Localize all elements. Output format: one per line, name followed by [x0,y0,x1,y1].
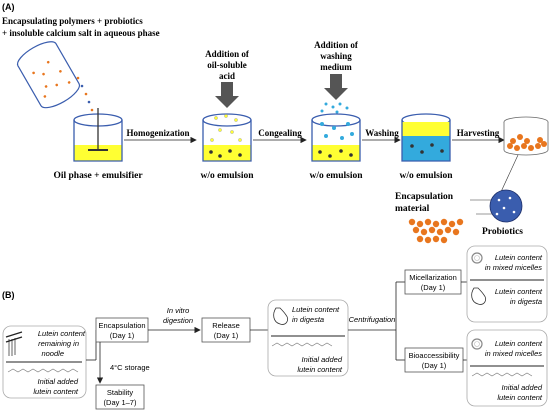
digesta-text-4: lutein content [297,365,343,374]
micellarization-box [404,269,462,295]
microcapsule-icon [489,189,523,223]
down-arrow-icon [215,82,239,108]
micelle-top-box [466,245,548,323]
header-line-2: + insoluble calcium salt in aqueous phas… [2,28,160,38]
encapsulation-box [95,317,149,343]
micelle-top-text-2: in mixed micelles [485,263,542,272]
stability-text-2: (Day 1–7) [104,398,137,407]
chopsticks-noodle-icon [5,331,23,356]
release-text-2: (Day 1) [214,331,239,340]
stability-box [95,384,145,410]
wo-emulsion-label-3: w/o emulsion [399,171,453,181]
noodle-text-5: lutein content [33,387,79,396]
encapsulation-material-1: Encapsulation [395,192,454,202]
addition-acid-2: oil-soluble [207,60,247,70]
washed-beaker-icon [401,113,451,162]
lutein-molecule-icon [471,372,533,377]
addition-acid-1: Addition of [205,49,250,59]
bioaccessibility-text-1: Bioaccessibility [409,351,460,360]
wo-emulsion-label-1: w/o emulsion [200,171,254,181]
wo-emulsion-label-2: w/o emulsion [309,171,363,181]
micelle-icon [471,338,483,350]
digesta-text-2: in digesta [292,315,324,324]
noodle-text-2: remaining in [38,339,79,348]
washing-label: Washing [365,128,399,138]
micelle-top-text-4: in digesta [510,297,542,306]
oil-phase-label: Oil phase + emulsifier [53,171,143,181]
centrifugation-text: Centrifugation [349,315,396,324]
in-vitro-text-2: digestion [163,316,193,325]
congealing-label: Congealing [258,128,302,138]
release-text-1: Release [212,321,240,330]
micelle-icon [471,252,483,264]
lutein-molecule-icon [7,368,79,373]
lutein-molecule-icon [271,342,333,347]
micelle-top-text-1: Lutein content [495,253,543,262]
down-arrow-icon [324,74,348,100]
encapsulation-text-2: (Day 1) [110,331,135,340]
digesta-text-1: Lutein content [292,305,340,314]
header-line-1: Encapsulating polymers + probiotics [2,16,143,26]
zoom-line [499,154,519,195]
addition-wash-3: medium [320,62,352,72]
oil-phase-beaker-icon [73,108,123,162]
panel-a-label: (A) [2,2,15,12]
bioaccessibility-box [404,347,464,373]
panel-b-label: (B) [2,290,15,300]
micellarization-text-2: (Day 1) [421,283,446,292]
micelle-bottom-text-1: Lutein content [495,339,543,348]
addition-wash-2: washing [320,51,352,61]
beads-cluster-icon [408,218,464,244]
noodle-text-3: noodle [41,349,64,358]
micelle-top-text-3: Lutein content [495,287,543,296]
emulsion-beaker-icon [202,113,252,162]
harvesting-label: Harvesting [457,128,500,138]
micelle-bottom-text-4: lutein content [497,393,543,402]
encapsulation-text-1: Encapsulation [98,321,145,330]
probiotics-label: Probiotics [482,227,523,237]
micellarization-text-1: Micellarization [409,273,457,282]
encapsulation-material-2: material [395,204,430,214]
stomach-icon [273,307,288,325]
noodle-text-4: Initial added [38,377,79,386]
noodle-text-1: Lutein content [38,329,86,338]
addition-acid-3: acid [219,71,235,81]
addition-wash-1: Addition of [314,40,359,50]
tilted-beaker-icon [16,41,81,109]
micelle-bottom-box [466,329,548,407]
congealed-beaker-icon [311,113,361,162]
in-vitro-text-1: In vitro [167,306,190,315]
washing-medium-drops-icon [320,102,349,114]
homogenization-label: Homogenization [127,128,190,138]
micelle-bottom-text-2: in mixed micelles [485,349,542,358]
micelle-bottom-text-3: Initial added [502,383,543,392]
harvest-dish-icon [503,116,549,156]
digesta-text-3: Initial added [302,355,343,364]
stomach-icon [471,287,486,305]
storage-text: 4°C storage [110,363,150,372]
stability-text-1: Stability [107,388,134,397]
bioaccessibility-text-2: (Day 1) [422,361,447,370]
pouring-stream-icon [76,76,97,120]
